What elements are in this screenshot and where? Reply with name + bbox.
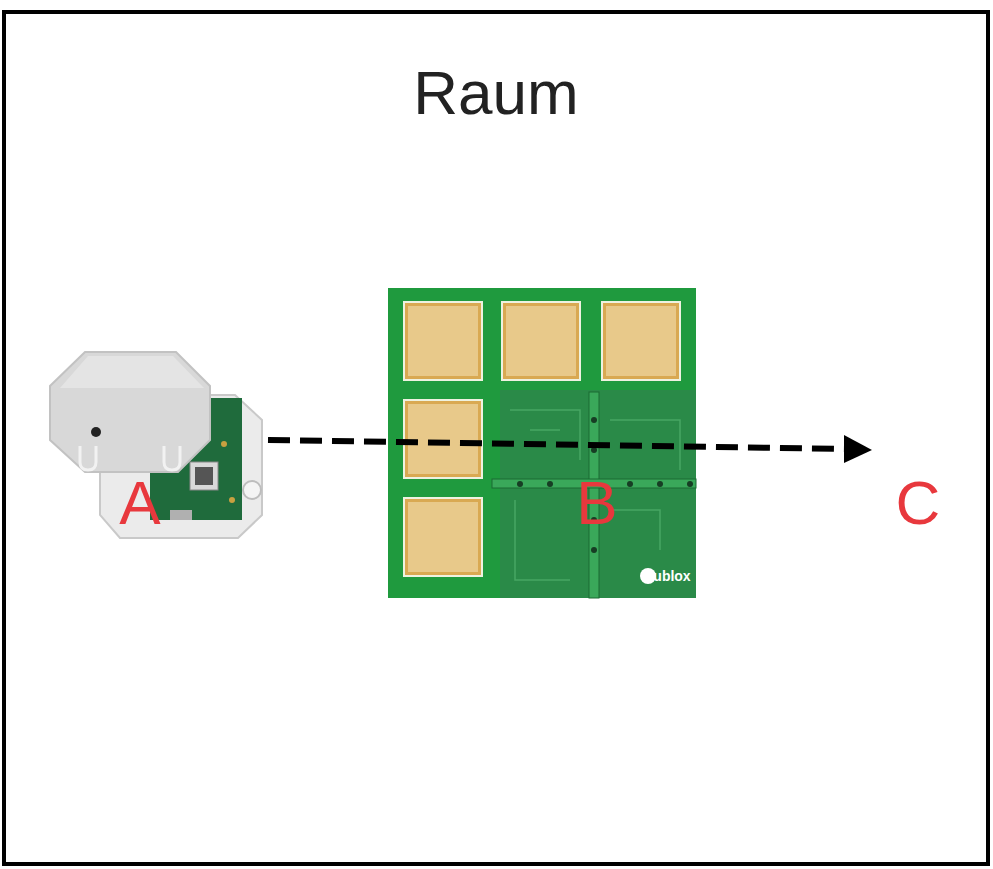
room-title: Raum — [6, 56, 986, 130]
brand-logo: ublox — [653, 569, 690, 583]
direction-arrow — [268, 435, 872, 463]
part-label: B — [576, 472, 617, 534]
room-region: Raum — [2, 10, 990, 866]
part-label: C — [896, 472, 941, 534]
part-label: A — [119, 472, 160, 534]
sensor-device — [50, 352, 262, 538]
